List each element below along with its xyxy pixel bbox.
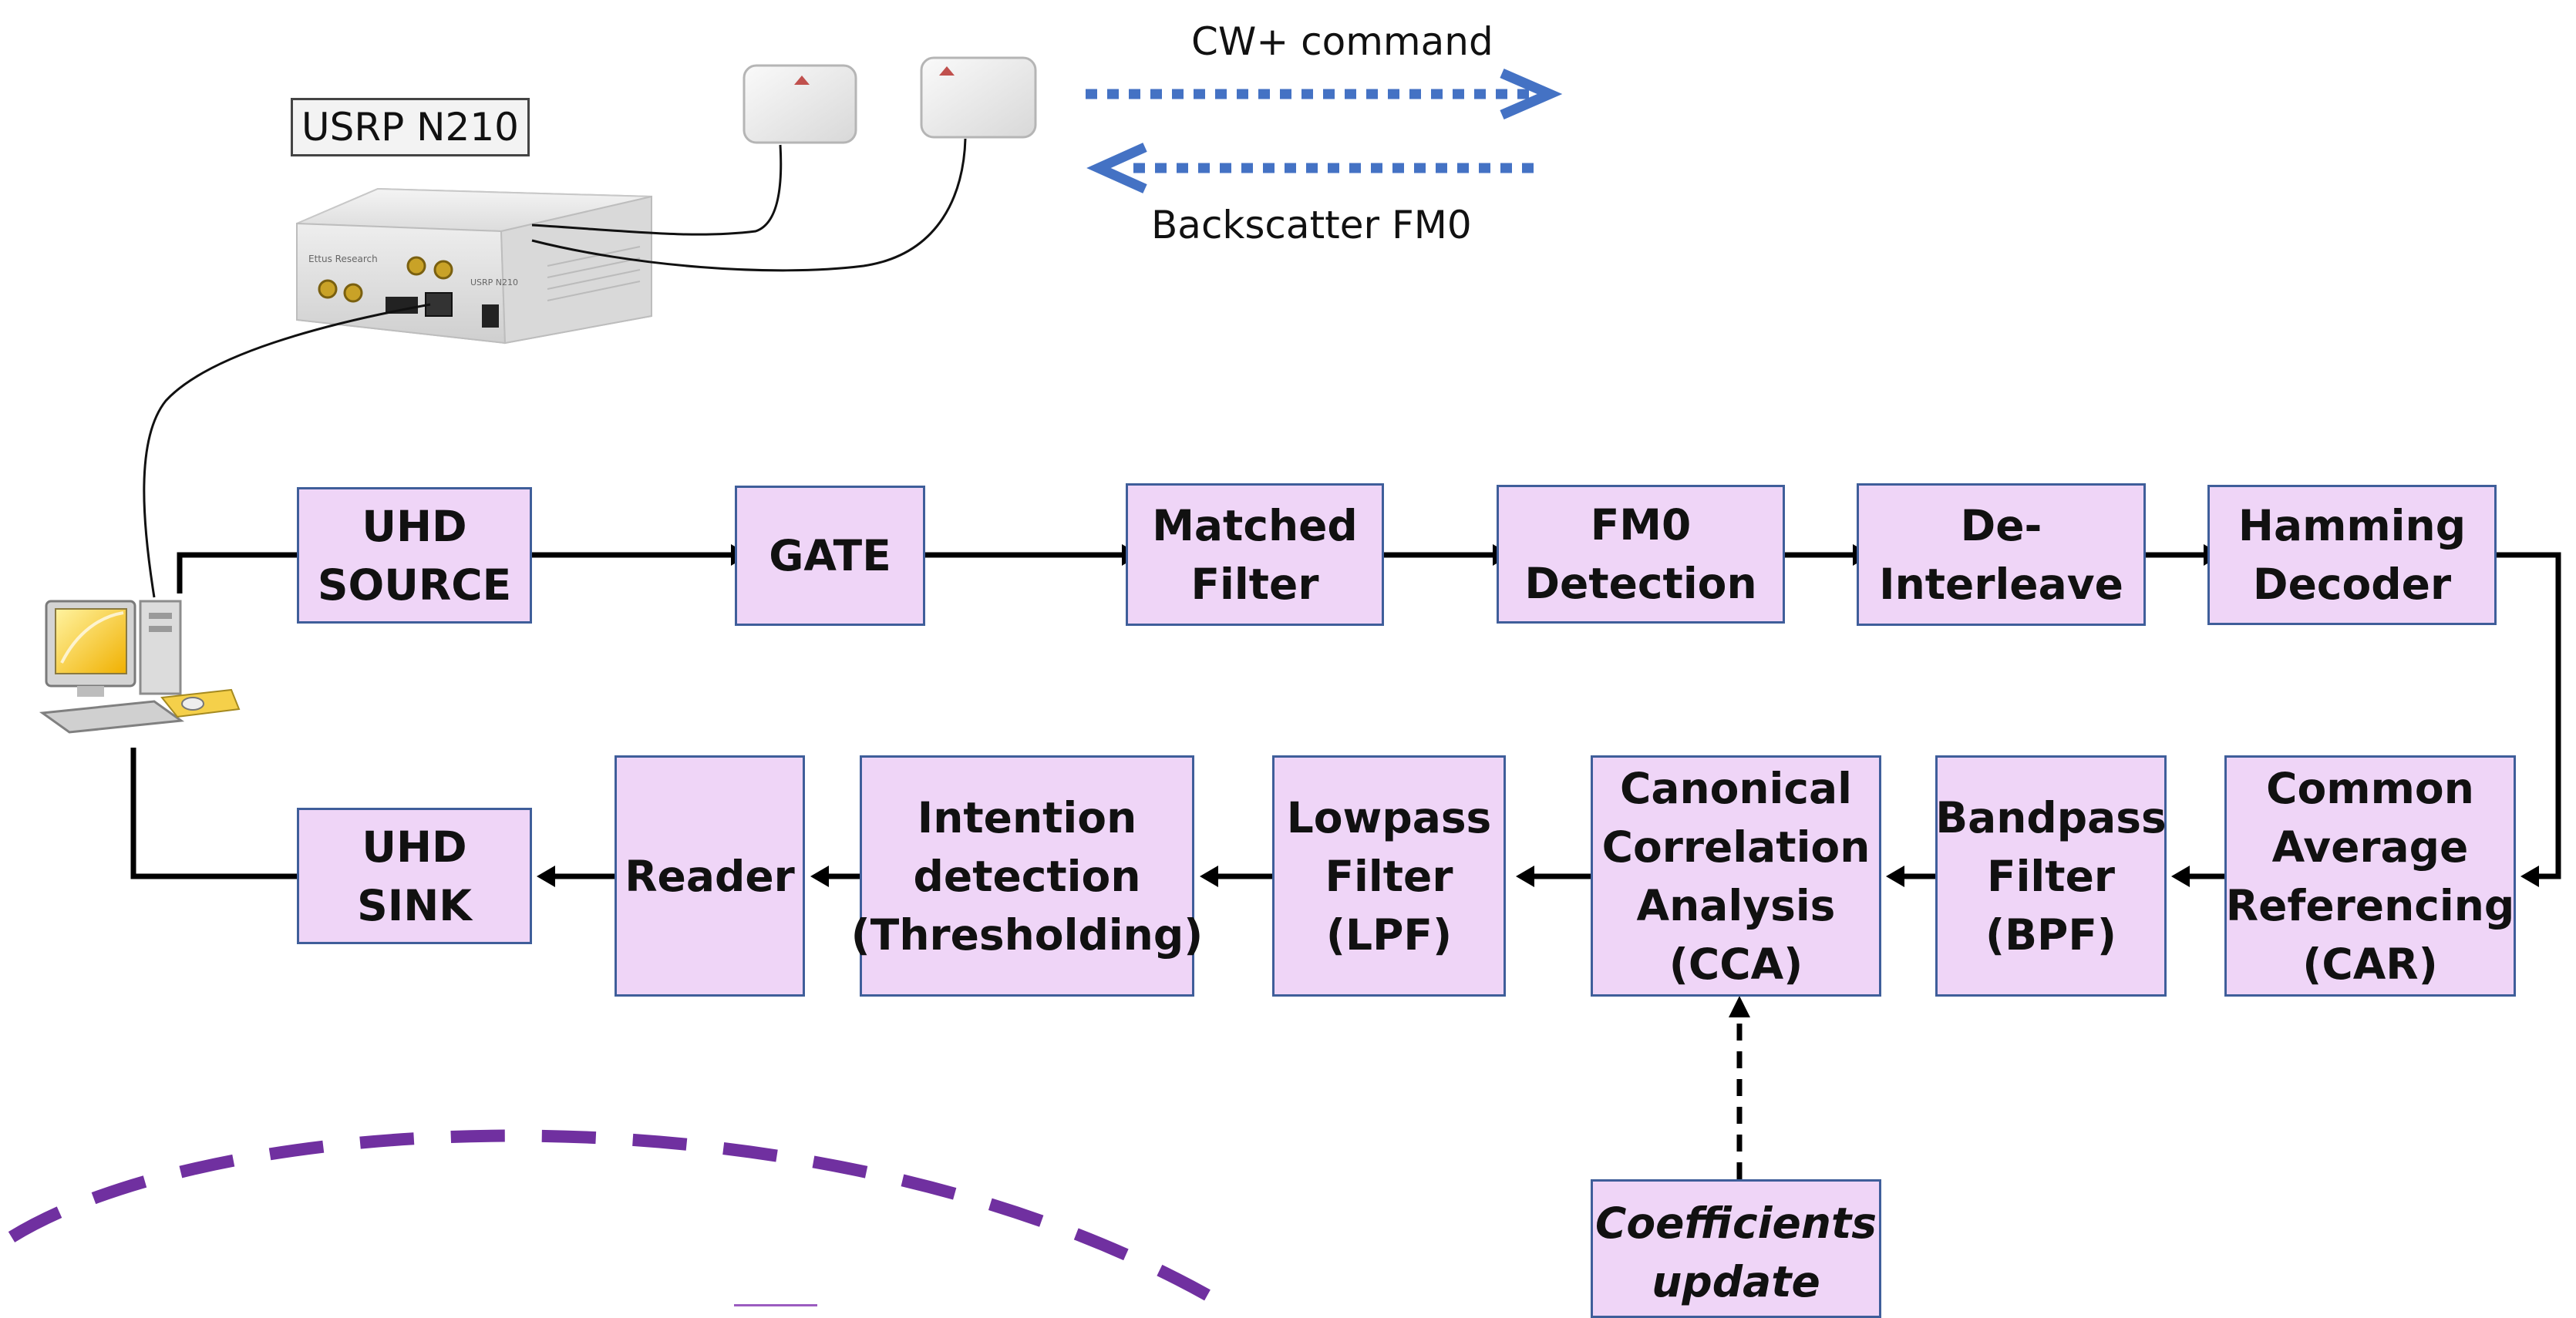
lpf-block: Lowpass Filter (LPF) (1272, 755, 1506, 997)
ethernet-cable (143, 303, 431, 598)
cca-block: Canonical Correlation Analysis (CCA) (1591, 755, 1881, 997)
car-block: Common Average Referencing (CAR) (2224, 755, 2516, 997)
downlink-arrowhead (1500, 69, 1563, 119)
dashed-arc (8, 1129, 1237, 1306)
downlink-label: CW+ command (1191, 19, 1493, 64)
usrp-device-icon: Ettus Research USRP N210 (296, 187, 652, 345)
uhd-sink-block: UHD SINK (297, 808, 532, 944)
bottom-row-connectors (130, 748, 2224, 879)
partial-block (734, 1304, 817, 1306)
matched-filter-block: Matched Filter (1126, 483, 1384, 626)
usrp-front-model: USRP N210 (470, 277, 518, 287)
antenna-icon (742, 64, 857, 144)
bpf-block: Bandpass Filter (BPF) (1935, 755, 2167, 997)
top-row-connectors (177, 552, 2561, 879)
usrp-front-brand: Ettus Research (308, 254, 378, 264)
hamming-decoder-block: Hamming Decoder (2207, 485, 2497, 625)
deinterleave-block: De- Interleave (1857, 483, 2146, 626)
antenna-cables (531, 138, 967, 272)
antenna-icon (920, 56, 1037, 139)
feedback-arrowhead (1729, 996, 1750, 1017)
fm0-detection-block: FM0 Detection (1497, 485, 1785, 624)
uhd-source-block: UHD SOURCE (297, 487, 532, 624)
gate-block: GATE (735, 486, 925, 626)
usrp-label: USRP N210 (291, 98, 530, 156)
uplink-label: Backscatter FM0 (1151, 203, 1472, 247)
uplink-arrowhead (1086, 143, 1147, 193)
bottom-row-arrowheads (537, 866, 2190, 887)
coefficients-update-block: Coefficients update (1591, 1179, 1881, 1318)
intention-detection-block: Intention detection (Thresholding) (851, 755, 1203, 997)
computer-icon (39, 600, 241, 734)
reader-block: Reader (615, 755, 805, 997)
